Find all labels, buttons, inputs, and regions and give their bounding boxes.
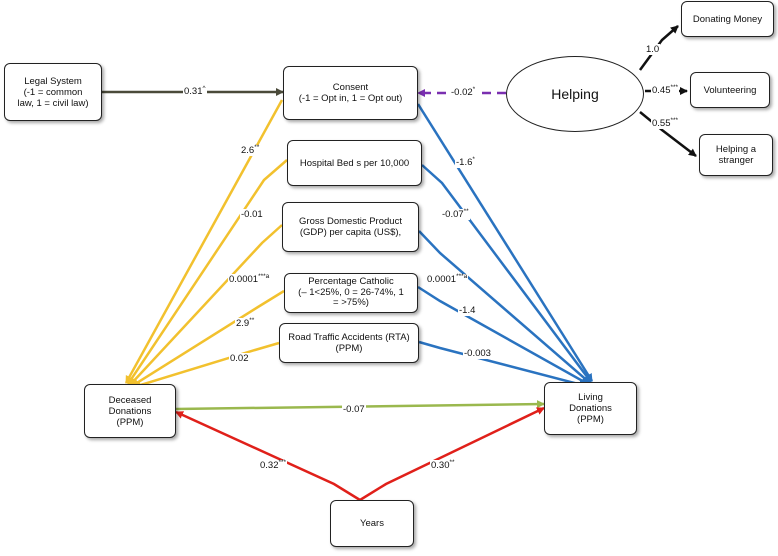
arrow-gdp-living — [418, 230, 591, 384]
arrow-gdp-deceased — [129, 224, 283, 386]
coef-catholic-deceased: 2.9** — [235, 316, 256, 329]
node-line: Deceased — [108, 394, 152, 406]
arrow-years-deceased — [175, 410, 361, 502]
coef-gdp-deceased: 0.0001***a — [228, 272, 271, 285]
coef-legal-consent: 0.31^ — [183, 84, 207, 97]
node-line: Living — [578, 392, 603, 403]
legal-system-node: Legal System (-1 = common law, 1 = civil… — [4, 63, 102, 121]
coef-helping-money: 1.0 — [645, 44, 661, 55]
helping-node: Helping — [506, 56, 644, 132]
arrow-helping-stranger — [639, 111, 697, 157]
node-line: (PPM) — [116, 416, 144, 428]
node-line: (-1 = common — [23, 86, 83, 98]
node-line: law, 1 = civil law) — [17, 97, 89, 109]
donating-money-node: Donating Money — [681, 1, 774, 37]
node-line: Donations — [108, 405, 152, 417]
node-line: Donating Money — [692, 13, 763, 25]
coef-rta-living: -0.003 — [463, 348, 492, 359]
coef-years-deceased: 0.32*** — [259, 458, 288, 471]
arrow-rta-deceased — [133, 341, 280, 389]
node-line: Helping a — [715, 144, 757, 155]
node-line: Donations — [569, 403, 612, 414]
arrow-helping-money — [638, 25, 679, 71]
volunteering-node: Volunteering — [690, 72, 770, 108]
arrow-consent-living — [416, 103, 594, 382]
node-line: (-1 = Opt in, 1 = Opt out) — [298, 93, 403, 104]
rta-node: Road Traffic Accidents (RTA) (PPM) — [279, 323, 419, 363]
coef-catholic-living: -1.4 — [458, 305, 477, 316]
arrow-beds-deceased — [126, 159, 288, 385]
coef-helping-stranger: 0.55*** — [651, 116, 680, 129]
coef-helping-volunteering: 0.45*** — [651, 83, 680, 96]
node-line: (GDP) per capita (US$), — [299, 227, 402, 238]
node-line: (– 1<25%, 0 = 26-74%, 1 — [298, 286, 404, 298]
coef-consent-living: -1.6* — [455, 155, 476, 168]
node-line: = >75%) — [333, 297, 369, 309]
gdp-node: Gross Domestic Product (GDP) per capita … — [282, 202, 419, 252]
catholic-node: Percentage Catholic (– 1<25%, 0 = 26-74%… — [284, 273, 418, 313]
node-line: Hospital Bed s per 10,000 — [299, 157, 410, 169]
node-line: Road Traffic Accidents (RTA) — [288, 332, 410, 343]
node-line: Gross Domestic Product — [299, 216, 402, 227]
coef-beds-deceased: -0.01 — [240, 209, 264, 220]
node-line: Legal System — [24, 75, 82, 87]
coef-deceased-living: -0.07 — [342, 404, 366, 415]
deceased-donations-node: Deceased Donations (PPM) — [84, 384, 176, 438]
coef-consent-deceased: 2.6** — [240, 143, 261, 156]
arrow-years-living — [359, 406, 545, 502]
years-node: Years — [330, 500, 414, 547]
node-line: Volunteering — [703, 84, 757, 96]
arrow-rta-living — [418, 340, 587, 389]
helping-stranger-node: Helping a stranger — [699, 134, 773, 176]
node-line: stranger — [718, 155, 754, 166]
coef-beds-living: -0.07** — [441, 207, 470, 220]
arrow-beds-living — [421, 164, 593, 383]
living-donations-node: Living Donations (PPM) — [544, 382, 637, 435]
node-label: Helping — [551, 86, 599, 102]
coef-rta-deceased: 0.02 — [229, 353, 250, 364]
node-line: (PPM) — [335, 343, 363, 354]
arrow-catholic-living — [417, 285, 589, 386]
arrow-catholic-deceased — [131, 289, 285, 388]
coef-years-living: 0.30** — [430, 458, 456, 471]
consent-node: Consent (-1 = Opt in, 1 = Opt out) — [283, 66, 418, 120]
coef-gdp-living: 0.0001***a — [426, 272, 469, 285]
node-line: (PPM) — [577, 414, 604, 425]
node-line: Years — [360, 518, 384, 529]
hospital-beds-node: Hospital Bed s per 10,000 — [287, 140, 422, 186]
node-line: Percentage Catholic — [308, 276, 394, 288]
node-line: Consent — [332, 82, 369, 93]
coef-helping-consent: -0.02* — [450, 85, 477, 98]
